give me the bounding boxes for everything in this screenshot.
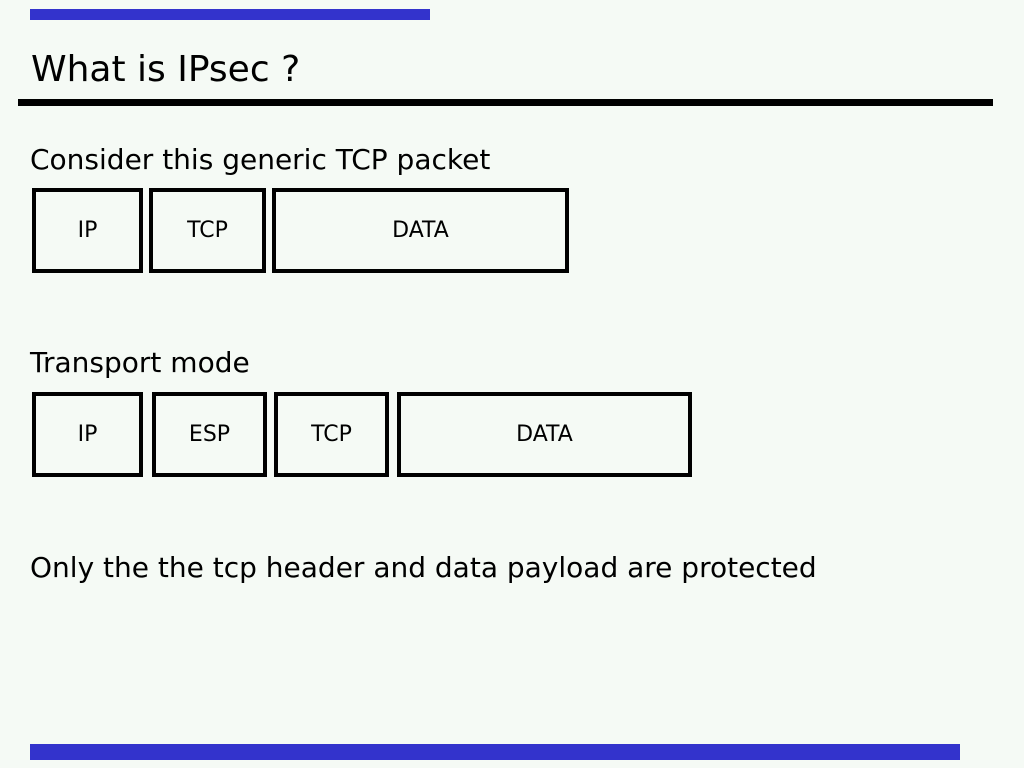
title-underline-rule: [18, 99, 993, 106]
section-label-transport-mode: Transport mode: [30, 346, 250, 379]
section-label-generic-tcp-packet: Consider this generic TCP packet: [30, 143, 491, 176]
packet-box-label: DATA: [392, 218, 449, 243]
packet-box-label: ESP: [188, 422, 231, 447]
packet-box-label: TCP: [311, 422, 352, 447]
packet-box-data: DATA: [397, 392, 692, 477]
top-accent-bar: [30, 9, 430, 20]
packet-box-label: IP: [77, 218, 98, 243]
slide-title: What is IPsec ?: [31, 49, 301, 90]
packet-box-ip: IP: [32, 392, 143, 477]
packet-box-label: DATA: [516, 422, 573, 447]
bottom-accent-bar: [30, 744, 960, 760]
packet-box-data: DATA: [272, 188, 569, 273]
packet-box-label: IP: [77, 422, 98, 447]
packet-box-tcp: TCP: [274, 392, 389, 477]
packet-box-esp: ESP: [152, 392, 267, 477]
packet-box-tcp: TCP: [149, 188, 266, 273]
packet-box-label: TCP: [187, 218, 228, 243]
packet-box-ip: IP: [32, 188, 143, 273]
protection-note: Only the the tcp header and data payload…: [30, 551, 817, 584]
